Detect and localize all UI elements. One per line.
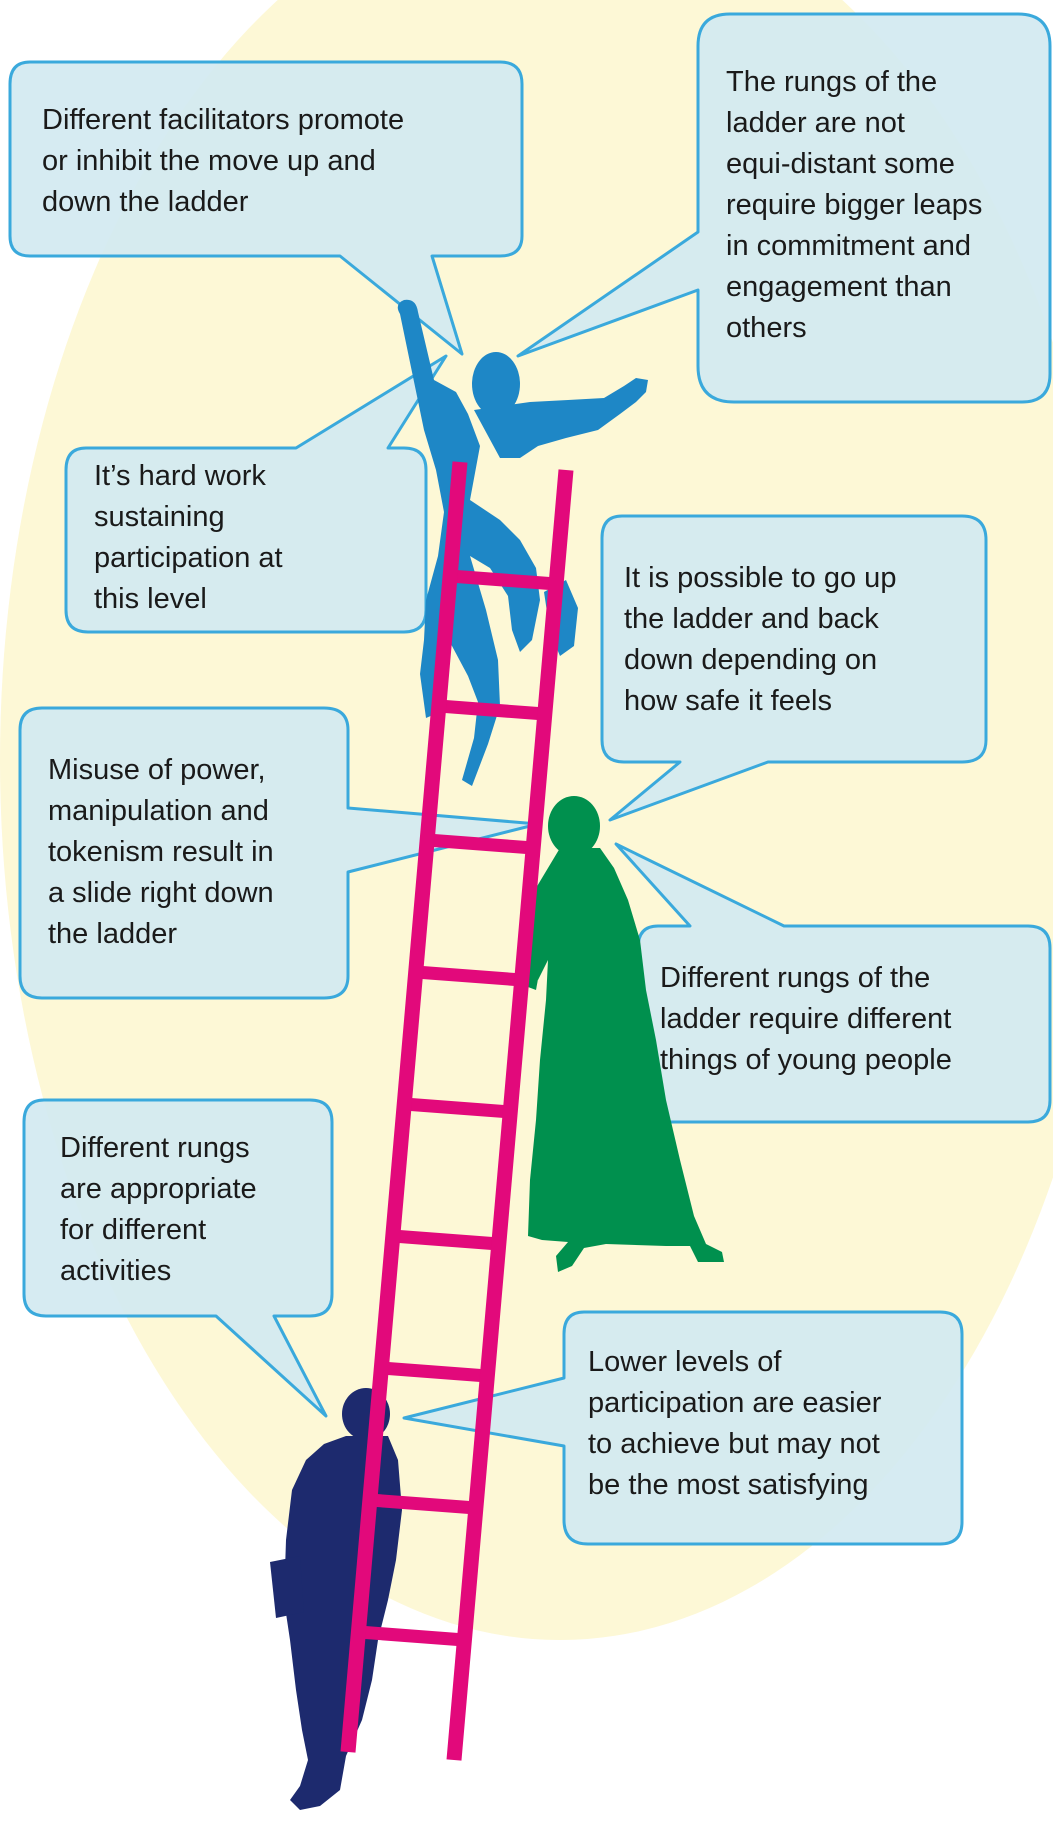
ladder: [340, 461, 574, 1761]
ladder-rung: [449, 569, 557, 591]
ladder-rung: [426, 833, 534, 855]
callout-line: or inhibit the move up and: [42, 145, 376, 177]
callout-line: ladder are not: [726, 107, 905, 139]
callout-line: participation at: [94, 542, 283, 574]
callout-rungs-not-equidistant: The rungs of the ladder are not equi-dis…: [726, 62, 982, 349]
callout-line: Different facilitators promote: [42, 104, 405, 136]
callout-line: things of young people: [660, 1044, 952, 1076]
ladder-rung: [357, 1625, 465, 1647]
callout-line: manipulation and: [48, 795, 269, 827]
callout-line: It is possible to go up: [624, 562, 897, 594]
callout-lower-levels: Lower levels of participation are easier…: [588, 1342, 881, 1506]
callout-hard-work: It’s hard work sustaining participation …: [94, 456, 283, 620]
callout-line: for different: [60, 1214, 207, 1246]
ladder-rung: [380, 1361, 488, 1383]
climbing-person-silhouette: [397, 299, 648, 786]
callout-bubble-rungs-not-equidistant: [516, 12, 1052, 404]
callout-go-up-and-down: It is possible to go up the ladder and b…: [624, 558, 896, 722]
callout-line: engagement than: [726, 271, 952, 303]
callout-line: how safe it feels: [624, 685, 832, 717]
ladder-rung: [403, 1097, 511, 1119]
callout-line: tokenism result in: [48, 836, 274, 868]
callout-line: others: [726, 312, 807, 344]
ladder-rail-left: [340, 461, 468, 1753]
callout-bubble-facilitators: [8, 60, 524, 356]
callout-line: down depending on: [624, 644, 878, 676]
callout-bubble-lower-levels: [402, 1310, 964, 1546]
callout-line: down the ladder: [42, 186, 249, 218]
callout-line: ladder require different: [660, 1003, 952, 1035]
ladder-rung: [392, 1229, 500, 1251]
callout-line: to achieve but may not: [588, 1428, 880, 1460]
callout-appropriate-activities: Different rungs are appropriate for diff…: [60, 1128, 257, 1292]
callout-different-things: Different rungs of the ladder require di…: [660, 958, 952, 1081]
callout-bubble-go-up-and-down: [600, 514, 988, 822]
callout-line: participation are easier: [588, 1387, 882, 1419]
ladder-rung: [369, 1493, 477, 1515]
callout-line: Lower levels of: [588, 1346, 782, 1378]
callout-line: be the most satisfying: [588, 1469, 869, 1501]
callout-line: Different rungs: [60, 1132, 250, 1164]
callout-line: require bigger leaps: [726, 189, 983, 221]
callout-line: Misuse of power,: [48, 754, 266, 786]
callout-line: The rungs of the: [726, 66, 938, 98]
callout-misuse-of-power: Misuse of power, manipulation and tokeni…: [48, 750, 274, 955]
ladder-rail-right: [446, 469, 574, 1761]
callout-facilitators: Different facilitators promote or inhibi…: [42, 100, 404, 223]
ladder-rung: [438, 699, 546, 721]
callout-bubble-hard-work: [64, 354, 448, 634]
callout-line: the ladder: [48, 918, 177, 950]
callout-bubble-misuse-of-power: [18, 706, 540, 1000]
callout-line: this level: [94, 583, 207, 615]
callout-line: sustaining: [94, 501, 225, 533]
callout-line: a slide right down: [48, 877, 274, 909]
callout-line: equi-distant some: [726, 148, 955, 180]
callout-line: the ladder and back: [624, 603, 879, 635]
callout-line: It’s hard work: [94, 460, 266, 492]
callout-line: Different rungs of the: [660, 962, 931, 994]
ladder-rung: [415, 965, 523, 987]
callout-bubble-appropriate-activities: [22, 1098, 334, 1418]
callout-line: are appropriate: [60, 1173, 257, 1205]
callout-line: activities: [60, 1255, 172, 1287]
callout-line: in commitment and: [726, 230, 971, 262]
